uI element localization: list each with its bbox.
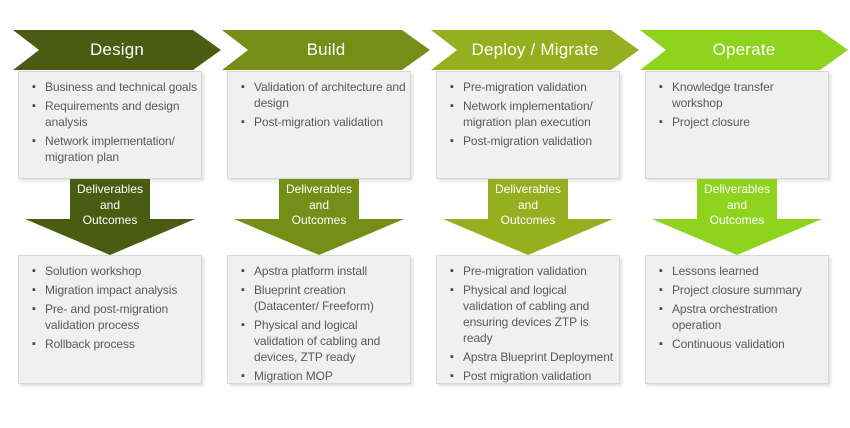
bullet-item: Pre- and post-migration validation proce… [31,301,197,333]
deliverables-box: Pre-migration validationPhysical and log… [436,255,620,384]
bullet-item: Migration MOP [240,368,406,384]
bullet-item: Lessons learned [658,263,824,279]
deliverables-arrow: Deliverables and Outcomes [234,179,404,255]
bullet-item: Solution workshop [31,263,197,279]
bullet-item: Requirements and design analysis [31,98,197,130]
phase-title: Deploy / Migrate [471,40,599,59]
deliverables-arrow: Deliverables and Outcomes [652,179,822,255]
deliverables-list: Apstra platform installBlueprint creatio… [228,256,410,384]
deliverables-list: Pre-migration validationPhysical and log… [437,256,619,384]
bullet-item: Physical and logical validation of cabli… [449,282,615,346]
deliverables-arrow-label: Deliverables and Outcomes [285,182,353,227]
activities-box: Knowledge transfer workshopProject closu… [645,71,829,179]
activities-box: Business and technical goalsRequirements… [18,71,202,179]
bullet-item: Project closure summary [658,282,824,298]
bullet-item: Apstra Blueprint Deployment [449,349,615,365]
phase-header-chevron: Design [13,30,221,70]
deliverables-arrow: Deliverables and Outcomes [443,179,613,255]
activities-box: Validation of architecture and designPos… [227,71,411,179]
deliverables-arrow-label: Deliverables and Outcomes [76,182,144,227]
phase-header-chevron: Build [222,30,430,70]
activities-box: Pre-migration validationNetwork implemen… [436,71,620,179]
down-arrow-shape [234,179,404,255]
down-arrow-shape [25,179,195,255]
activities-list: Pre-migration validationNetwork implemen… [437,72,619,149]
bullet-item: Post migration validation [449,368,615,384]
bullet-item: Continuous validation [658,336,824,352]
bullet-item: Knowledge transfer workshop [658,79,824,111]
bullet-item: Pre-migration validation [449,263,615,279]
chevron-shape [640,30,848,70]
phase-column-operate: Operate Knowledge transfer workshopProje… [640,30,848,384]
bullet-item: Physical and logical validation of cabli… [240,317,406,365]
deliverables-arrow-label: Deliverables and Outcomes [494,182,562,227]
chevron-shape [431,30,639,70]
phase-header-chevron: Deploy / Migrate [431,30,639,70]
deliverables-arrow-label: Deliverables and Outcomes [703,182,771,227]
bullet-item: Project closure [658,114,824,130]
deliverables-list: Solution workshopMigration impact analys… [19,256,201,352]
phase-title: Build [306,40,346,59]
bullet-item: Migration impact analysis [31,282,197,298]
bullet-item: Rollback process [31,336,197,352]
activities-list: Knowledge transfer workshopProject closu… [646,72,828,130]
deliverables-arrow: Deliverables and Outcomes [25,179,195,255]
bullet-item: Business and technical goals [31,79,197,95]
bullet-item: Apstra platform install [240,263,406,279]
bullet-item: Network implementation/ migration plan e… [449,98,615,130]
down-arrow-shape [652,179,822,255]
activities-list: Business and technical goalsRequirements… [19,72,201,165]
bullet-item: Post-migration validation [449,133,615,149]
deliverables-list: Lessons learnedProject closure summaryAp… [646,256,828,352]
bullet-item: Validation of architecture and design [240,79,406,111]
phase-column-build: Build Validation of architecture and des… [222,30,430,384]
phase-header-chevron: Operate [640,30,848,70]
process-diagram: Design Business and technical goalsRequi… [0,0,850,384]
chevron-shape [222,30,430,70]
activities-list: Validation of architecture and designPos… [228,72,410,130]
phase-column-deploy-migrate: Deploy / Migrate Pre-migration validatio… [431,30,639,384]
chevron-shape [13,30,221,70]
phase-title: Design [89,40,145,59]
down-arrow-shape [443,179,613,255]
bullet-item: Pre-migration validation [449,79,615,95]
phase-column-design: Design Business and technical goalsRequi… [13,30,221,384]
bullet-item: Post-migration validation [240,114,406,130]
bullet-item: Blueprint creation (Datacenter/ Freeform… [240,282,406,314]
phase-title: Operate [712,40,776,59]
deliverables-box: Apstra platform installBlueprint creatio… [227,255,411,384]
bullet-item: Network implementation/ migration plan [31,133,197,165]
deliverables-box: Lessons learnedProject closure summaryAp… [645,255,829,384]
deliverables-box: Solution workshopMigration impact analys… [18,255,202,384]
bullet-item: Apstra orchestration operation [658,301,824,333]
